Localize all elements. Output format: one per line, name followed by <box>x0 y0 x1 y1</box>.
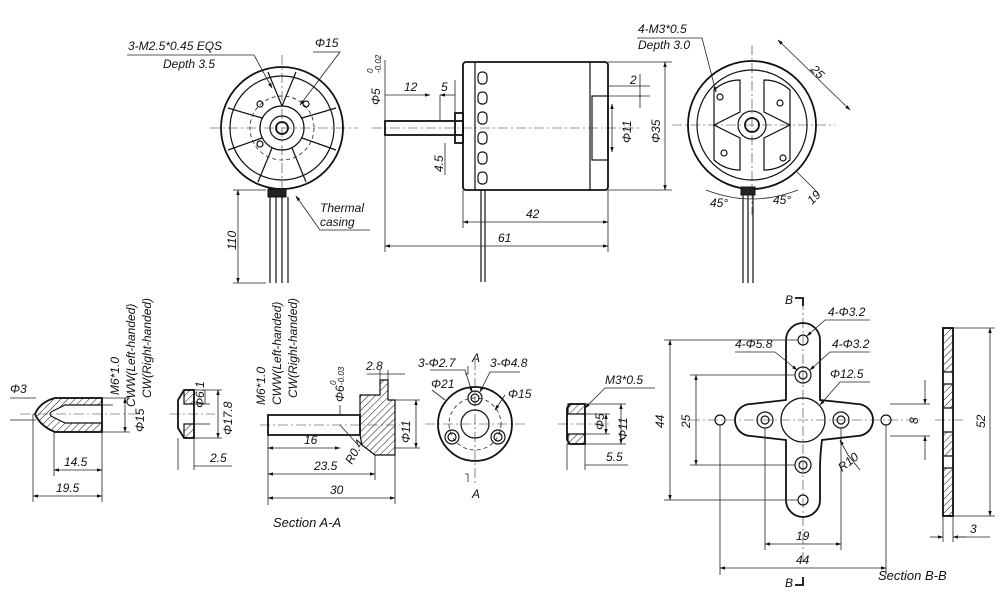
washer-dia17-8: Φ17.8 <box>221 401 235 435</box>
adapter-front-view <box>425 360 525 485</box>
adapter-cw: CW(Right-handed) <box>286 298 300 398</box>
adapter-section <box>260 370 420 505</box>
spinner-dia3: Φ3 <box>10 382 27 396</box>
side-view <box>372 60 672 282</box>
adapter-dia6-tol-low: -0.03 <box>337 366 346 385</box>
adapter-front-dia15: Φ15 <box>508 387 532 401</box>
dim-4-5: 4.5 <box>432 155 446 172</box>
section-a-label: Section A-A <box>273 515 341 530</box>
adapter-thread: M6*1.0 <box>254 367 268 405</box>
back-thread-note: 4-M3*0.5 <box>638 22 687 36</box>
adapter-holes-b: 3-Φ4.8 <box>490 356 528 370</box>
spinner-cww: CWW(Left-handed) <box>124 304 138 407</box>
front-depth-note: Depth 3.5 <box>163 57 215 71</box>
cut-a-bottom: A <box>471 487 480 501</box>
section-b-label: Section B-B <box>878 568 947 583</box>
dim-dia11: Φ11 <box>620 121 634 144</box>
back-angle-2: 45° <box>773 193 791 207</box>
mount-d19: 19 <box>796 529 810 543</box>
washer-dia6-1: Φ6.1 <box>193 381 207 408</box>
mount-dia12-5: Φ12.5 <box>830 367 864 381</box>
mount-d44v: 44 <box>653 414 667 428</box>
adapter-dia6-tol: 0 <box>329 380 338 385</box>
front-thread-note: 3-M2.5*0.45 EQS <box>128 39 222 53</box>
lead-length-dim: 110 <box>225 231 239 250</box>
back-dim-25: 25 <box>807 62 827 82</box>
shaft-dia: Φ5 <box>369 88 383 105</box>
dim-42: 42 <box>526 207 540 221</box>
dim-dia35: Φ35 <box>649 119 663 143</box>
mount-holes-3: 4-Φ3.2 <box>832 337 870 351</box>
mount-r10: R10 <box>835 450 861 475</box>
thermal-label-2: casing <box>320 215 355 229</box>
dim-2: 2 <box>629 73 637 87</box>
adapter-len30: 30 <box>330 483 344 497</box>
dim-5: 5 <box>441 80 448 94</box>
adapter-dia11: Φ11 <box>399 421 413 444</box>
mount-side-d52: 52 <box>974 414 988 428</box>
adapter-len23-5: 23.5 <box>313 459 338 473</box>
collet-thread: M3*0.5 <box>605 373 643 387</box>
front-view <box>127 51 370 284</box>
shaft-tol: 0 <box>366 68 375 73</box>
dim-61: 61 <box>498 231 511 245</box>
spinner-view <box>10 397 140 502</box>
spinner-len19-5: 19.5 <box>56 481 80 495</box>
adapter-holes-a: 3-Φ2.7 <box>418 356 457 370</box>
spinner-cw: CW(Right-handed) <box>140 298 154 398</box>
thermal-label-1: Thermal <box>320 201 364 215</box>
cut-a-top: A <box>471 351 480 365</box>
adapter-front-dia21: Φ21 <box>431 377 454 391</box>
spinner-dia15: Φ15 <box>133 408 147 432</box>
adapter-len16: 16 <box>304 433 318 447</box>
washer-view <box>170 389 232 470</box>
mount-d25v: 25 <box>679 414 693 429</box>
adapter-d2-8: 2.8 <box>365 359 383 373</box>
mount-side-d3: 3 <box>970 522 977 536</box>
mount-holes-1: 4-Φ3.2 <box>828 305 866 319</box>
back-dim-19: 19 <box>804 188 824 208</box>
back-view <box>637 37 851 283</box>
cut-b-top: B <box>785 293 793 307</box>
spinner-thread: M6*1.0 <box>108 357 122 395</box>
mount-d8: 8 <box>907 417 921 424</box>
adapter-dia6: Φ6 <box>333 385 347 402</box>
cut-b-bottom: B <box>785 576 793 590</box>
adapter-cww: CWW(Left-handed) <box>270 302 284 405</box>
mount-side-view <box>930 327 995 542</box>
mount-holes-2: 4-Φ5.8 <box>735 337 773 351</box>
back-depth-note: Depth 3.0 <box>638 38 690 52</box>
collet-len5-5: 5.5 <box>606 450 623 464</box>
spinner-len14-5: 14.5 <box>64 455 88 469</box>
shaft-tol-low: -0.02 <box>374 54 383 73</box>
mount-d44h: 44 <box>796 553 810 567</box>
washer-len2-5: 2.5 <box>209 451 227 465</box>
back-angle-1: 45° <box>710 196 728 210</box>
front-dia-label: Φ15 <box>315 36 339 50</box>
collet-dia5: Φ5 <box>593 413 607 430</box>
mount-view <box>664 297 930 586</box>
dim-12: 12 <box>404 80 418 94</box>
collet-dia11: Φ11 <box>616 418 630 441</box>
collet-view <box>558 387 655 470</box>
